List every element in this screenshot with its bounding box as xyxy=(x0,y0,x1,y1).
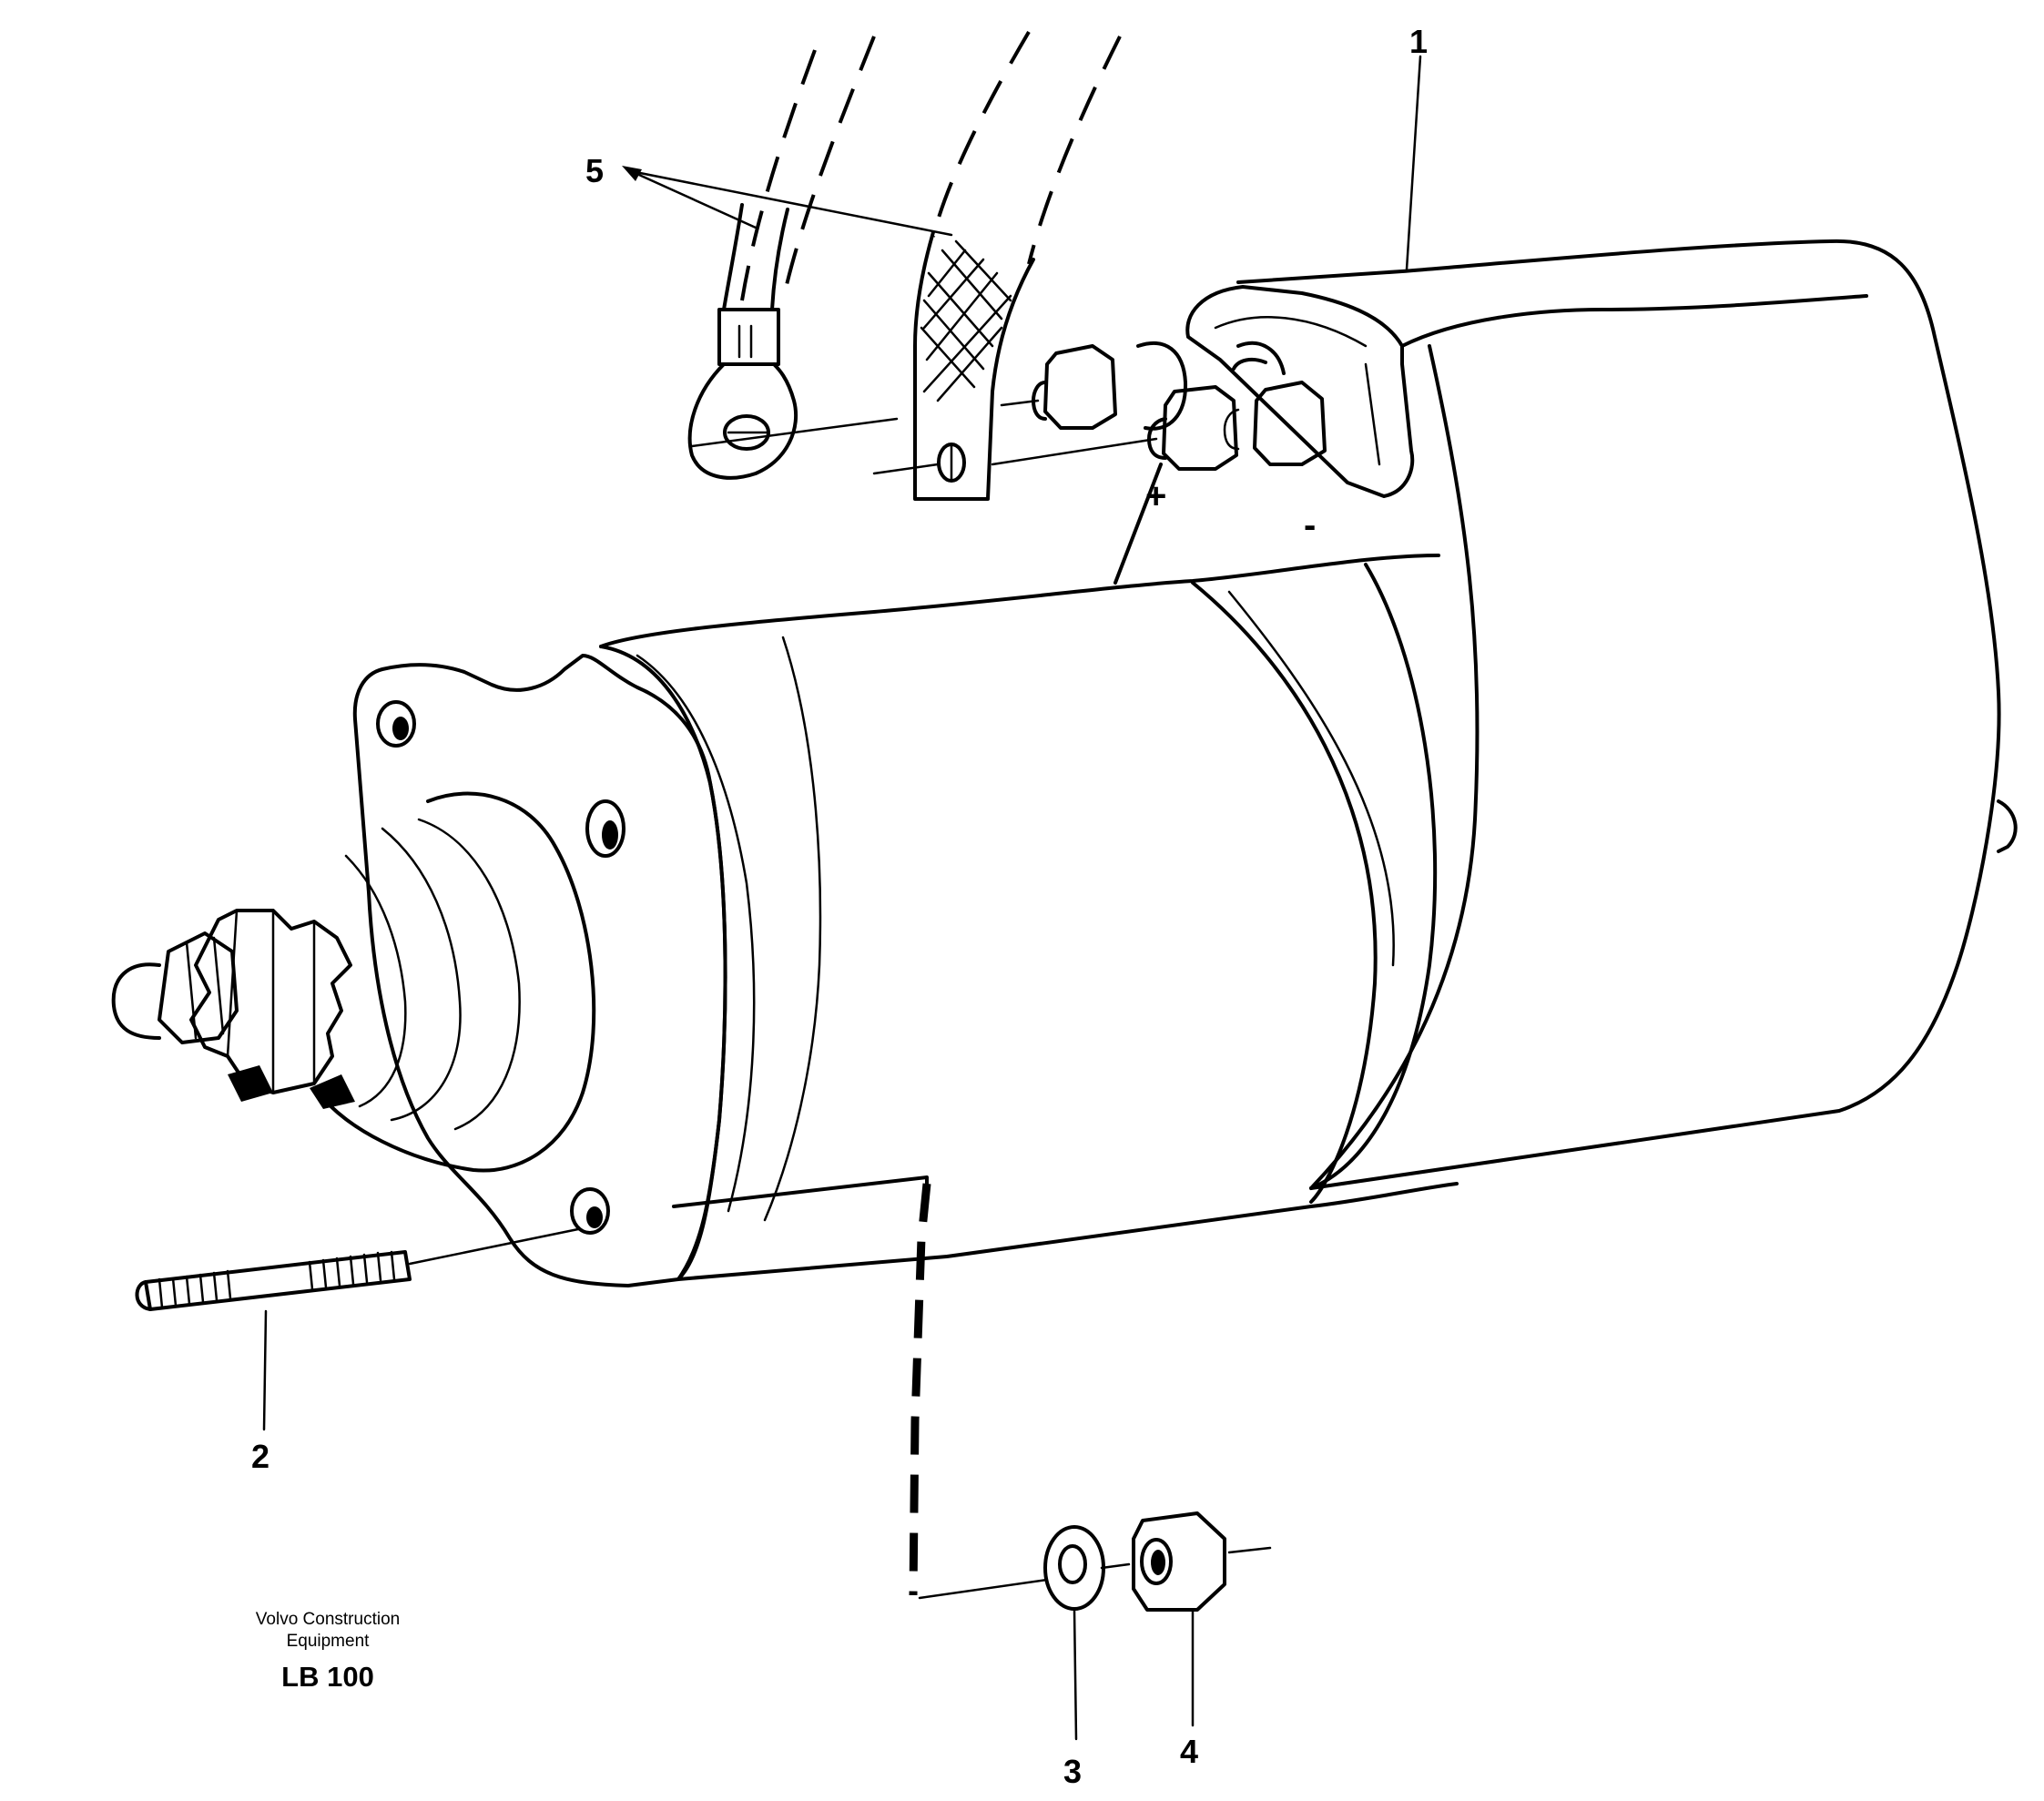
assembly-line xyxy=(690,417,899,448)
pinion-gear-shadow xyxy=(228,1065,273,1102)
pinion-gear-teeth xyxy=(226,909,316,1094)
motor-housing-seam xyxy=(1309,563,1438,1190)
stud-threads xyxy=(158,1250,396,1309)
assembly-line xyxy=(991,437,1158,466)
motor-body-band xyxy=(1191,581,1378,1204)
starter-motor xyxy=(111,239,2018,1287)
cable-body xyxy=(722,203,789,311)
leader-line-3 xyxy=(1073,1608,1078,1741)
brand-name-line-1: Volvo Construction xyxy=(255,1610,401,1629)
cable-sleeve xyxy=(717,308,780,366)
callout-2: 2 xyxy=(251,1438,269,1475)
hex-nut-hole xyxy=(1140,1538,1173,1585)
terminal-negative-sign: - xyxy=(1304,505,1316,545)
motor-body-bottom xyxy=(676,1182,1459,1281)
terminal-positive-sign: + xyxy=(1145,476,1166,516)
callout-5: 5 xyxy=(585,152,604,189)
flange-hole-fill xyxy=(392,717,409,740)
leader-line-1 xyxy=(1405,55,1422,271)
callout-4: 4 xyxy=(1180,1733,1198,1770)
motor-body-front-ring xyxy=(599,645,727,1281)
mounting-flange xyxy=(352,654,727,1287)
assembly-line xyxy=(918,1578,1049,1600)
drive-housing xyxy=(317,791,596,1173)
terminal-washer xyxy=(1136,341,1188,431)
motor-rear-end-bump xyxy=(1997,799,2018,853)
strap-braid-pattern xyxy=(920,239,1012,402)
assembly-lines xyxy=(262,55,1422,1741)
hex-nut-hole-fill xyxy=(1151,1550,1165,1575)
cable-outline xyxy=(740,49,817,301)
strap-body xyxy=(913,230,1035,501)
stud-shaft xyxy=(144,1250,412,1311)
battery-cable xyxy=(687,36,876,480)
ground-leader xyxy=(1114,463,1163,585)
shaft-bolt xyxy=(111,962,161,1040)
document-code: LB 100 xyxy=(281,1661,374,1693)
callout-1: 1 xyxy=(1409,23,1428,60)
leader-line-5b xyxy=(629,169,953,237)
cable-sleeve-ring xyxy=(737,324,753,359)
drive-housing-ridge xyxy=(381,827,462,1122)
flange-hole-fill xyxy=(602,820,618,850)
drive-housing-ridge xyxy=(344,854,407,1108)
drive-housing-ridge xyxy=(417,818,521,1131)
mounting-stud xyxy=(135,1250,412,1311)
cable-ring-lug-hole xyxy=(723,414,770,451)
flange-hole-fill xyxy=(586,1206,603,1228)
mounting-bracket-dashed xyxy=(909,1183,931,1596)
flange-hole xyxy=(585,799,625,858)
brand-name-line-2: Equipment xyxy=(286,1632,370,1651)
motor-body-top xyxy=(599,554,1440,648)
motor-body-contour xyxy=(763,636,822,1222)
terminal-washer xyxy=(1232,341,1286,375)
mounting-bracket-line xyxy=(672,1175,929,1208)
pinion-gear-shadow xyxy=(310,1074,355,1109)
assembly-line xyxy=(1227,1546,1272,1554)
callout-3: 3 xyxy=(1063,1753,1082,1790)
stud-end xyxy=(135,1280,152,1311)
terminal-nut xyxy=(1043,344,1117,430)
strap-outline xyxy=(1027,36,1122,265)
assembly-line xyxy=(872,463,940,475)
washer-outer xyxy=(1043,1525,1105,1611)
solenoid-plate-inner xyxy=(1214,316,1381,466)
assembly-line xyxy=(1000,399,1040,407)
cable-outline xyxy=(781,36,876,301)
hex-nut-body xyxy=(1132,1511,1226,1612)
terminal-nut xyxy=(1253,381,1327,466)
cable-ring-lug xyxy=(687,362,798,480)
motor-body-front-ring-inner xyxy=(636,654,756,1213)
washer xyxy=(1043,1525,1105,1611)
shaft-nut xyxy=(158,931,239,1044)
motor-body-band-inner xyxy=(1227,590,1395,967)
assembly-line xyxy=(1100,1562,1131,1570)
motor-rear-housing xyxy=(1236,239,2001,1190)
flange-hole xyxy=(376,700,416,748)
strap-outline xyxy=(931,30,1031,238)
terminal-stud xyxy=(1223,408,1240,451)
washer-inner xyxy=(1058,1544,1087,1584)
assembly-line xyxy=(408,1227,580,1266)
solenoid-plate xyxy=(1185,285,1415,498)
flange-hole xyxy=(570,1187,610,1235)
motor-rear-housing-edge xyxy=(1309,294,1868,1190)
terminal-nut xyxy=(1162,385,1238,471)
shaft-bolt-face xyxy=(185,936,225,1040)
leader-arrow-5 xyxy=(622,166,642,181)
leader-line-5a xyxy=(629,169,758,229)
strap-hole xyxy=(937,443,966,483)
terminal-studs xyxy=(1032,341,1327,471)
ground-strap xyxy=(913,30,1122,501)
leader-line-2 xyxy=(262,1309,268,1431)
hex-nut xyxy=(1132,1511,1226,1612)
